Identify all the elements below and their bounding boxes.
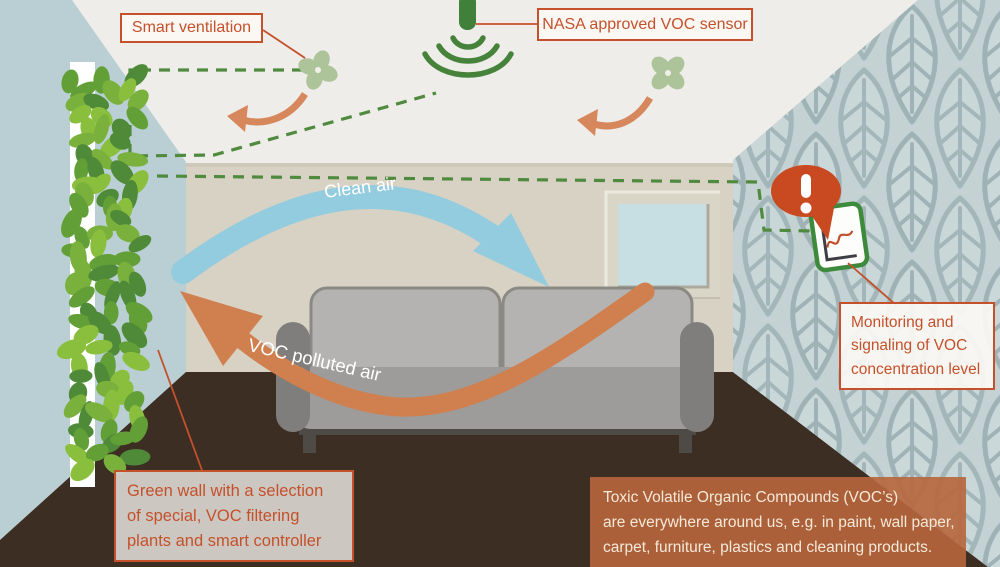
alert-exclamation-icon — [771, 165, 841, 240]
clean-air-arrow — [171, 184, 549, 287]
voc-polluted-air-arrow — [180, 282, 655, 417]
smart-ventilation-text: Smart ventilation — [131, 19, 252, 36]
signal-waves-icon — [422, 35, 514, 78]
airflow-arrow-icon — [577, 96, 654, 136]
voc-sensor-icon — [459, 0, 476, 30]
green-wall-text: Green wall with a selection of special, … — [127, 482, 324, 550]
green-wall-plants — [56, 64, 153, 482]
green-wall-label: Green wall with a selection of special, … — [114, 470, 354, 563]
airflow-arrow-icon — [227, 92, 308, 132]
fan-icon — [651, 56, 685, 90]
voc-info-line: are everywhere around us, e.g. in paint,… — [603, 513, 955, 531]
dashed-air-duct-lines — [128, 68, 813, 233]
voc-info-line: Toxic Volatile Organic Compounds (VOC’s) — [603, 489, 899, 506]
voc-info-line: carpet, furniture, plastics and cleaning… — [603, 538, 933, 556]
monitoring-label: Monitoring and signaling of VOC concentr… — [839, 302, 995, 390]
voc-info-box: Toxic Volatile Organic Compounds (VOC’s)… — [590, 477, 966, 567]
monitoring-text: Monitoring and signaling of VOC concentr… — [851, 314, 981, 378]
smart-ventilation-label: Smart ventilation — [120, 13, 263, 43]
window — [604, 190, 720, 299]
voc-sensor-text: NASA approved VOC sensor — [542, 15, 748, 33]
fan-icon — [298, 50, 338, 90]
label-connector-lines — [157, 23, 897, 474]
voc-sensor-label: NASA approved VOC sensor — [537, 8, 753, 41]
